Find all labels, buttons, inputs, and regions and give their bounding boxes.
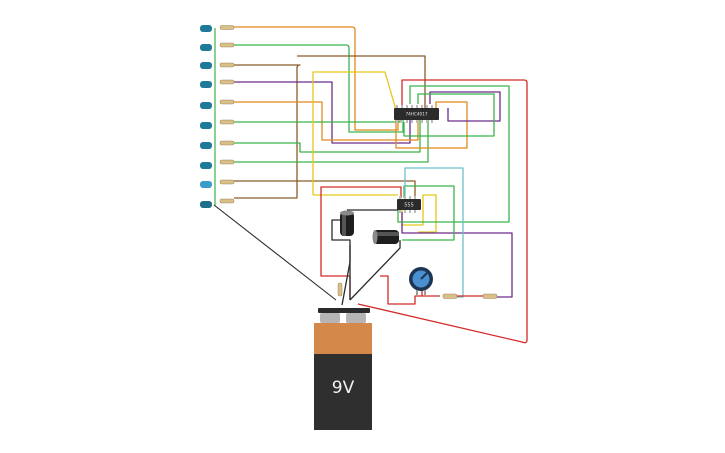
led-1[interactable]	[200, 25, 212, 32]
timer-chip[interactable]: 555	[397, 196, 421, 213]
battery-terminal-negative	[320, 313, 340, 323]
battery-terminal-positive	[346, 313, 366, 323]
battery-body	[314, 354, 372, 430]
led-4[interactable]	[200, 81, 212, 88]
led-8[interactable]	[200, 162, 212, 169]
led-9[interactable]	[200, 181, 212, 188]
potentiometer[interactable]	[409, 267, 433, 295]
battery-label: 9V	[332, 378, 355, 398]
led-6[interactable]	[200, 122, 212, 129]
led-7[interactable]	[200, 142, 212, 149]
timer-chip-label: 555	[404, 203, 414, 209]
battery-snap	[318, 308, 370, 313]
counter-chip[interactable]: 74HC4017	[394, 105, 439, 123]
led-3[interactable]	[200, 62, 212, 69]
counter-chip-label: 74HC4017	[405, 112, 427, 117]
led-array	[200, 25, 216, 208]
battery-top	[314, 323, 372, 355]
led-2[interactable]	[200, 44, 212, 51]
vertical-resistor[interactable]	[337, 282, 343, 297]
led-10[interactable]	[200, 201, 212, 208]
capacitor-horizontal[interactable]	[372, 230, 400, 244]
led-resistors	[219, 25, 235, 204]
battery[interactable]: 9V	[314, 308, 372, 430]
capacitor-vertical[interactable]	[340, 210, 354, 237]
led-5[interactable]	[200, 102, 212, 109]
timing-resistor-2[interactable]	[482, 293, 498, 299]
control-wires	[213, 71, 528, 344]
timing-resistor-1[interactable]	[442, 293, 458, 299]
